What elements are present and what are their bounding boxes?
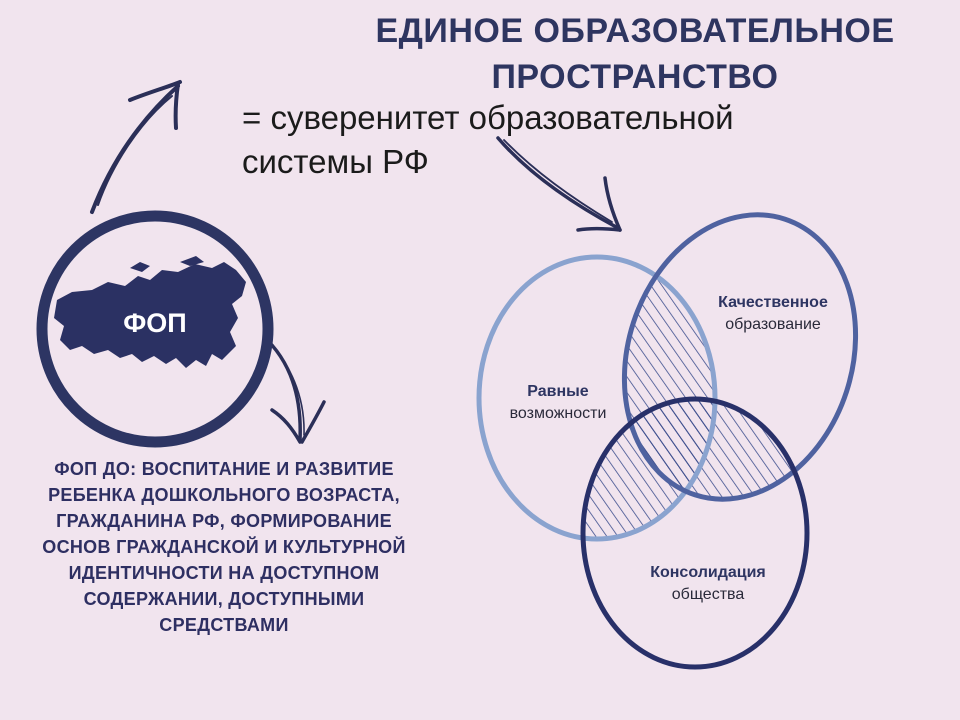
fop-description: ФОП ДО: ВОСПИТАНИЕ И РАЗВИТИЕ РЕБЕНКА ДО… [42,459,406,635]
label-quality: Качественное образование [693,292,853,336]
venn-ring-consolidation [580,396,810,670]
label-quality-line2: образование [725,316,821,333]
label-equal-line2: возможности [509,405,607,422]
label-consolidation: Консолидация общества [628,562,788,606]
label-quality-line1: Качественное [718,294,828,311]
label-equal: Равные возможности [478,381,638,425]
arrow-to-venn [496,136,622,232]
fop-globe [36,210,274,448]
venn-ring-equal [476,254,718,542]
venn-ring-quality [621,212,859,502]
fop-label: ФОП [123,308,187,338]
label-equal-line1: Равные [527,383,589,400]
page-title: ЕДИНОЕ ОБРАЗОВАТЕЛЬНОЕ ПРОСТРАНСТВО [375,12,895,96]
label-consolidation-line1: Консолидация [650,564,766,581]
subtitle: = суверенитет образовательной системы РФ [242,99,734,180]
russia-map-icon [54,262,246,368]
label-consolidation-line2: общества [671,586,745,603]
arrow-to-title [90,80,182,214]
